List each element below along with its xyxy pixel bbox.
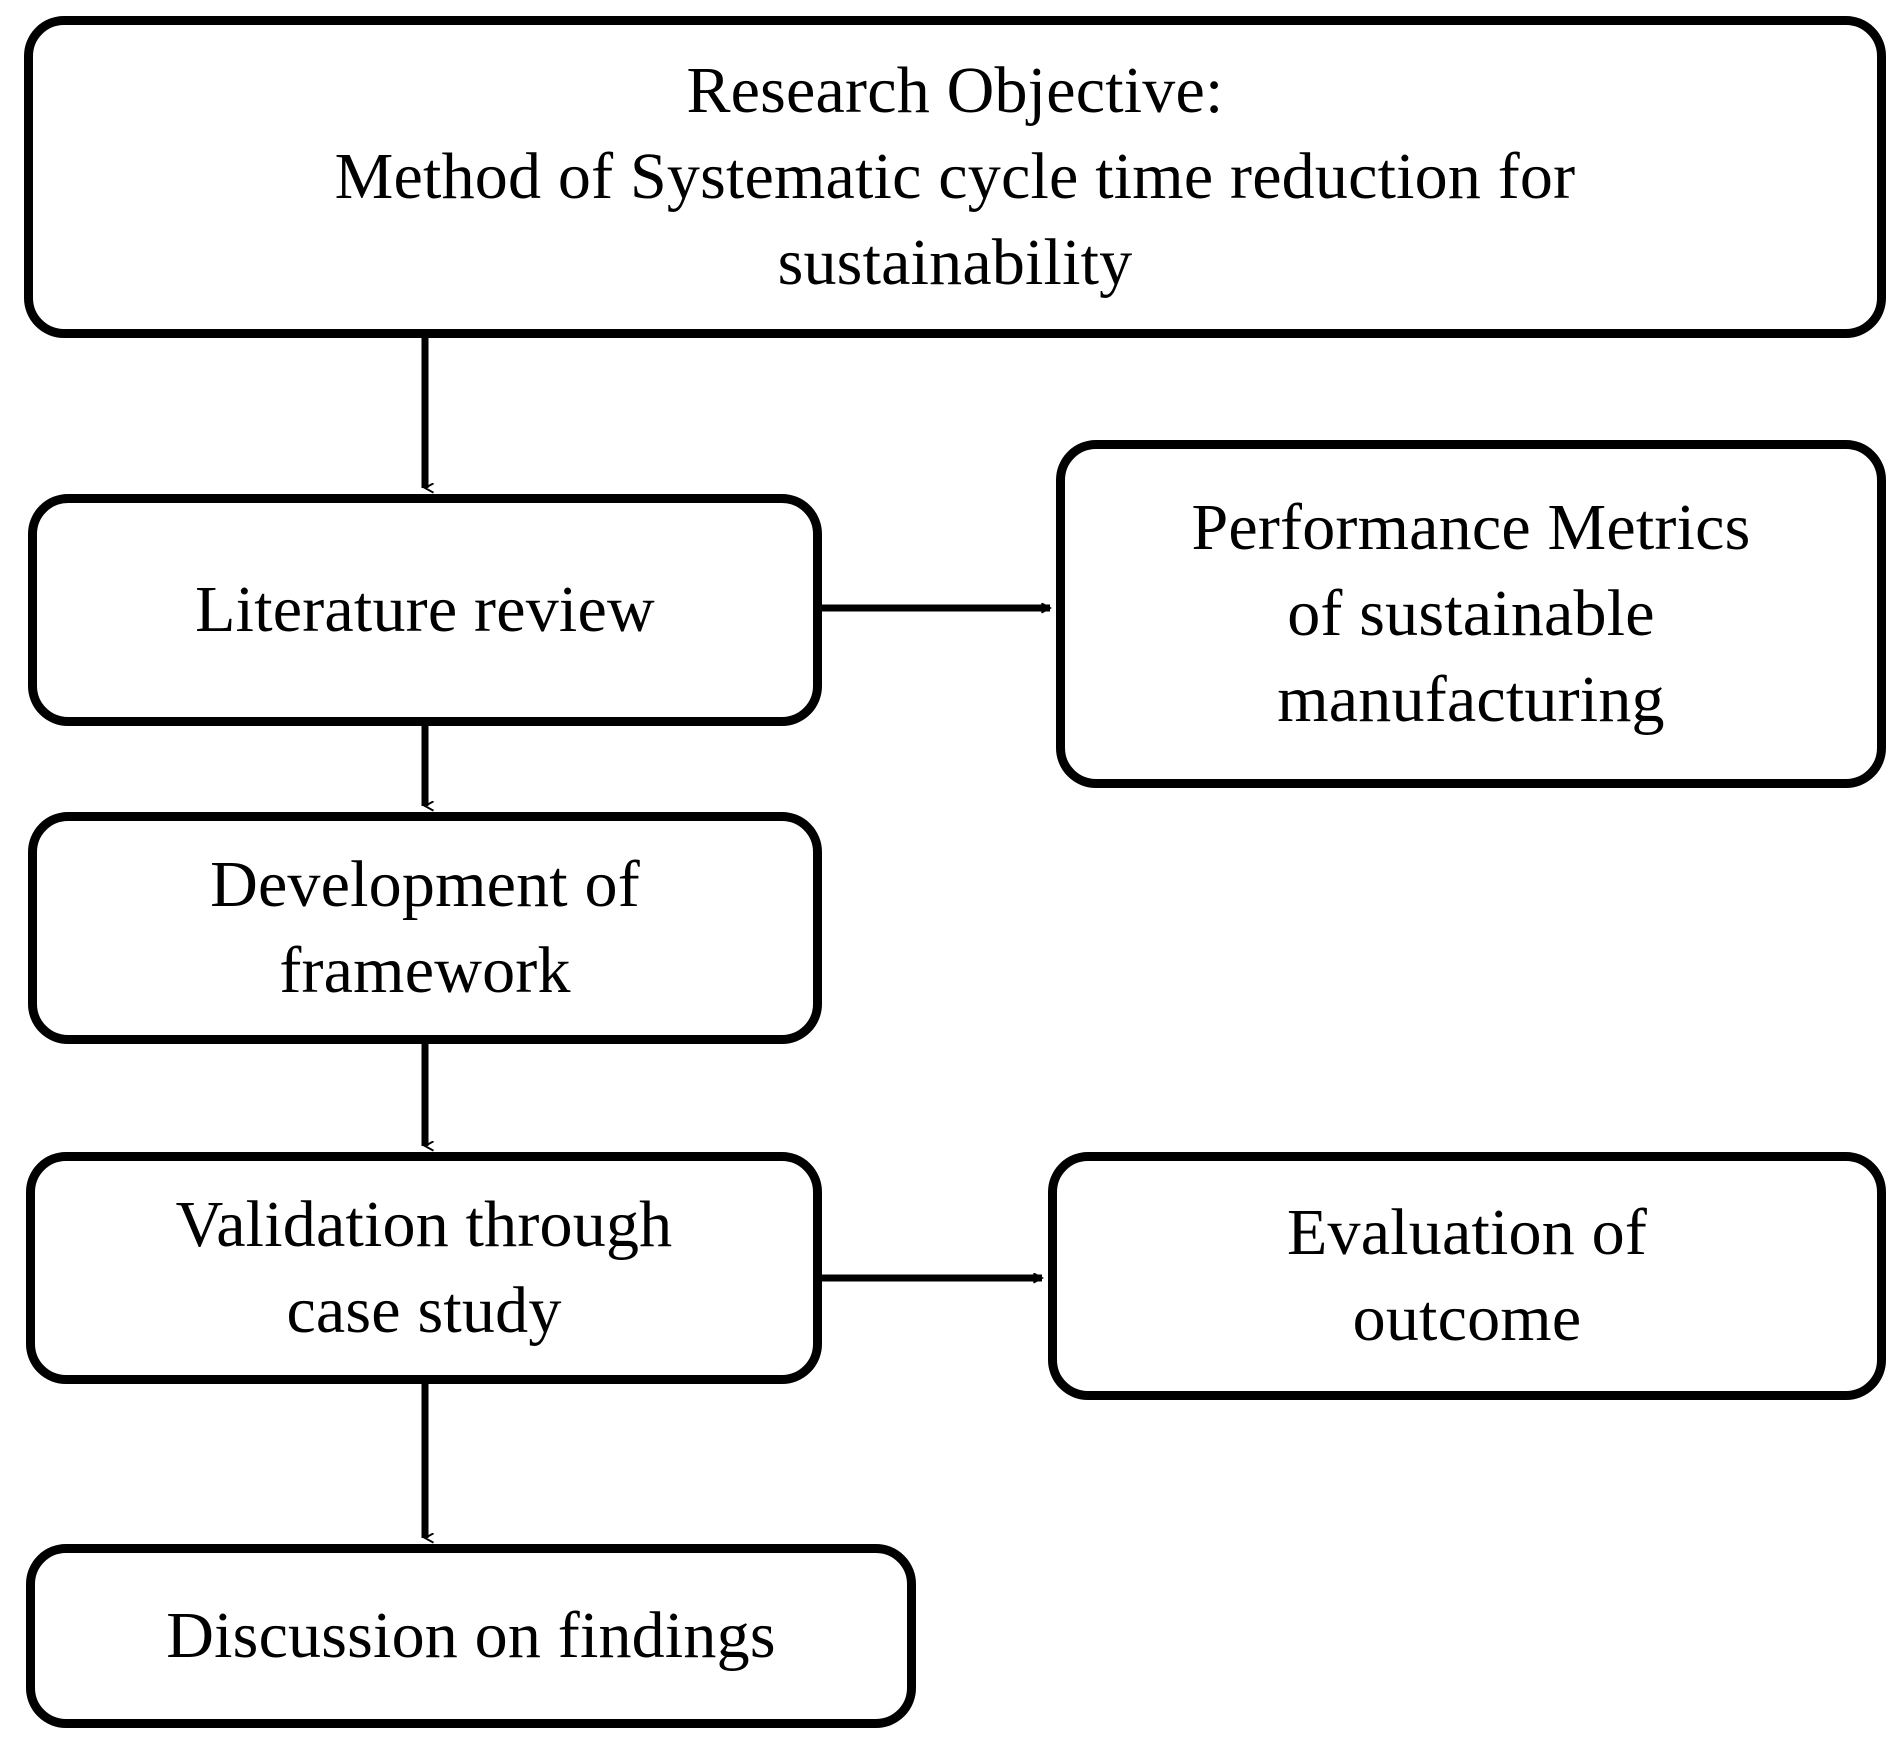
node-development-of-framework[interactable]: Development of framework (28, 812, 822, 1044)
node-discussion-on-findings-label: Discussion on findings (166, 1599, 776, 1673)
node-development-of-framework-label: Development of framework (210, 848, 640, 1007)
node-literature-review-label: Literature review (195, 573, 655, 647)
node-validation-through-case-study-label: Validation through case study (175, 1188, 673, 1347)
node-validation-through-case-study[interactable]: Validation through case study (26, 1152, 822, 1384)
node-evaluation-of-outcome[interactable]: Evaluation of outcome (1048, 1152, 1886, 1400)
node-performance-metrics[interactable]: Performance Metrics of sustainable manuf… (1056, 440, 1886, 788)
node-performance-metrics-label: Performance Metrics of sustainable manuf… (1191, 491, 1751, 736)
node-evaluation-of-outcome-label: Evaluation of outcome (1287, 1196, 1647, 1355)
node-research-objective-label: Research Objective: Method of Systematic… (334, 54, 1576, 299)
node-discussion-on-findings[interactable]: Discussion on findings (26, 1544, 916, 1728)
node-literature-review[interactable]: Literature review (28, 494, 822, 726)
node-research-objective[interactable]: Research Objective: Method of Systematic… (24, 16, 1886, 338)
